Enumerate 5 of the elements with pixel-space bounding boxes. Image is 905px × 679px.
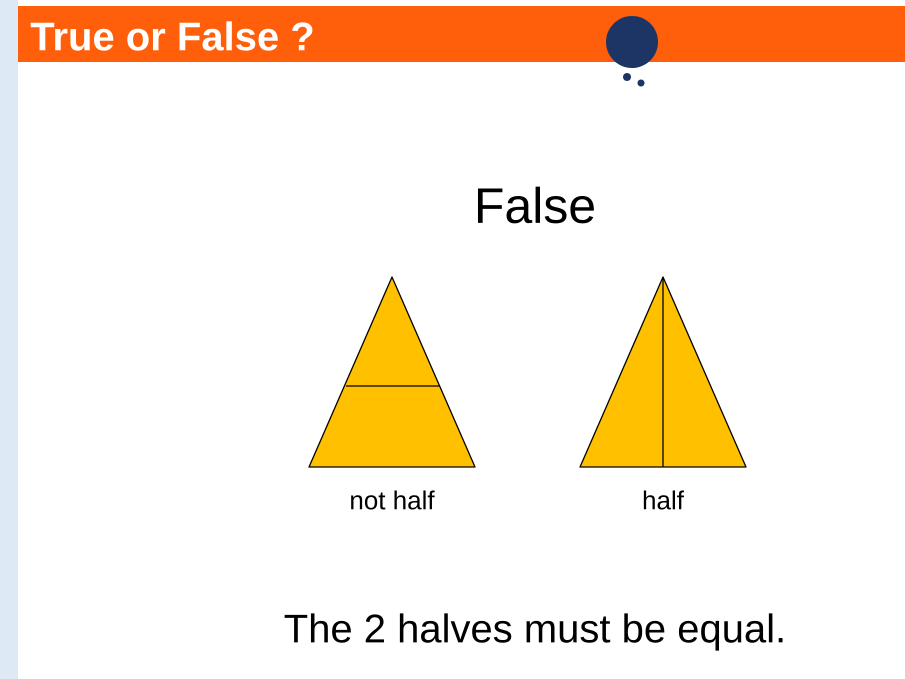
title: True or False ? — [30, 21, 312, 51]
answer-text: False — [478, 186, 594, 224]
explanation-text: The 2 halves must be equal. — [284, 613, 783, 651]
node-label: half — [644, 490, 684, 510]
node-label: not half — [351, 490, 435, 510]
